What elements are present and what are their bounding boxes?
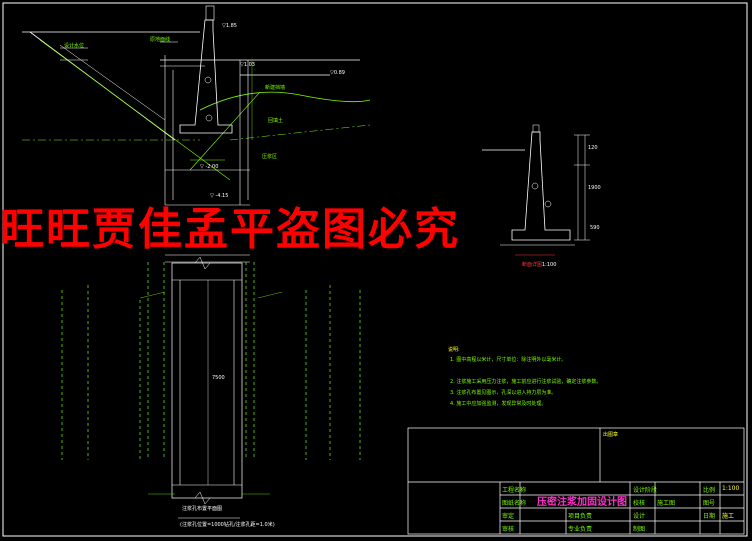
title-block-frame [407, 427, 745, 535]
detail-title: 断面详图 [522, 262, 543, 268]
notes-heading: 说明: [448, 347, 460, 353]
signoff-label: 审核 [502, 526, 515, 533]
watermark-text: 旺旺贾佳孟平盗图必究 [0, 204, 460, 255]
signoff-label: 校核 [633, 500, 646, 507]
signoff-label: 专业负责 [568, 526, 593, 533]
detail-scale: 1:100 [542, 262, 557, 268]
scale-value: 1:100 [722, 485, 740, 492]
detail-dimension: 120 [588, 145, 598, 151]
level-label: ▽ -4.15 [210, 193, 229, 199]
plan-length-dimension: 7500 [212, 375, 225, 381]
detail-dimension: 590 [590, 225, 600, 231]
signoff-label: 项目负责 [568, 513, 593, 520]
drawing-title: 压密注浆加固设计图 [537, 497, 627, 508]
plan-caption: 注浆孔布置平面图 [182, 506, 223, 512]
level-label: ▽1.85 [222, 23, 237, 29]
project-name-label: 工程名称 [502, 487, 527, 494]
main-cross-section [22, 5, 371, 206]
level-label: ▽ -2.00 [200, 164, 219, 170]
stage-value: 施工图 [657, 500, 676, 507]
signoff-label: 日期 [703, 513, 716, 520]
stamp-area-label: 出图章 [603, 432, 619, 438]
level-label: ▽0.89 [330, 70, 345, 76]
level-label: ▽1.03 [240, 62, 255, 68]
section-annotation: 回填土 [268, 118, 284, 124]
sheet-label: 图号 [703, 500, 716, 507]
design-stage-label: 设计阶段 [633, 487, 658, 494]
signoff-label: 审定 [502, 513, 515, 520]
detail-dimension: 1900 [588, 185, 601, 191]
signoff-label: 设计 [633, 513, 646, 520]
section-annotation: 原地面线 [150, 37, 171, 43]
signoff-label: 制图 [633, 526, 646, 533]
grouting-plan [61, 254, 361, 519]
section-annotation: 设计水位 [64, 43, 85, 49]
note-item: 1. 图中高程以米计，尺寸单位：除注明外以毫米计。 [450, 357, 567, 363]
scale-label: 比例 [703, 487, 716, 494]
section-annotation: 新建挡墙 [265, 85, 286, 91]
note-item: 3. 注浆孔布置见图示，孔深以进入持力层为准。 [450, 390, 557, 396]
small-section-detail [482, 124, 590, 256]
note-item: 4. 施工中应加强监测，发现异常及时处理。 [450, 401, 547, 407]
sheet-value: 施工 [722, 513, 735, 520]
note-item: 2. 注浆施工采用压力注浆，施工前应进行注浆试验，确定注浆参数。 [450, 379, 602, 385]
plan-note: (注浆孔位置=1000钻孔/注浆孔距=1.0米) [180, 522, 275, 528]
section-annotation: 压浆区 [262, 154, 278, 160]
drawing-name-label: 图纸名称 [502, 500, 527, 507]
